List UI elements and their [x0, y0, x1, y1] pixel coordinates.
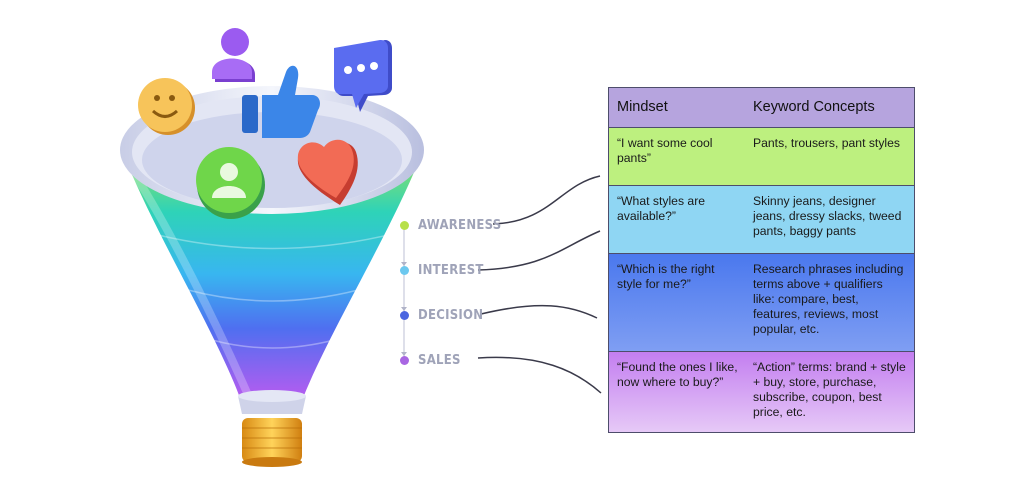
stage-dot [400, 220, 409, 230]
keywords-cell: Research phrases including terms above +… [753, 262, 904, 336]
mindset-cell: “I want some cool pants” [617, 136, 713, 165]
stage-label: SALES [418, 352, 461, 368]
coin-stack-icon [242, 418, 302, 467]
mindset-cell: “Which is the right style for me?” [617, 262, 715, 291]
stage-interest: INTEREST [400, 260, 491, 280]
stage-label: AWARENESS [418, 217, 502, 233]
heart-icon [297, 139, 358, 205]
user-badge-icon [196, 147, 265, 219]
table-row: “What styles are available?” Skinny jean… [609, 186, 914, 254]
stage-label: INTEREST [418, 262, 484, 278]
chat-bubble-icon [334, 40, 392, 112]
keyword-table: Mindset Keyword Concepts “I want some co… [608, 87, 915, 433]
stage-label: DECISION [418, 307, 484, 323]
table-row: “Which is the right style for me?” Resea… [609, 254, 914, 352]
stage-sales: SALES [400, 350, 465, 370]
stage-dot [400, 355, 409, 365]
stage-dot [400, 265, 409, 275]
smiley-icon [138, 78, 195, 135]
table-row: “I want some cool pants” Pants, trousers… [609, 128, 914, 186]
mindset-cell: “Found the ones I like, now where to buy… [617, 360, 738, 389]
table-header-row: Mindset Keyword Concepts [609, 88, 914, 128]
stage-dot [400, 310, 409, 320]
keywords-cell: Skinny jeans, designer jeans, dressy sla… [753, 194, 902, 238]
header-keyword-concepts: Keyword Concepts [753, 99, 875, 115]
table-row: “Found the ones I like, now where to buy… [609, 352, 914, 432]
stage-awareness: AWARENESS [400, 215, 511, 235]
keywords-cell: Pants, trousers, pant styles [753, 136, 900, 150]
mindset-cell: “What styles are available?” [617, 194, 706, 223]
keywords-cell: “Action” terms: brand + style + buy, sto… [753, 360, 906, 419]
funnel-body [122, 150, 423, 398]
header-mindset: Mindset [617, 99, 668, 115]
thumbs-up-icon [242, 65, 320, 138]
person-icon [212, 28, 255, 82]
stage-decision: DECISION [400, 305, 491, 325]
